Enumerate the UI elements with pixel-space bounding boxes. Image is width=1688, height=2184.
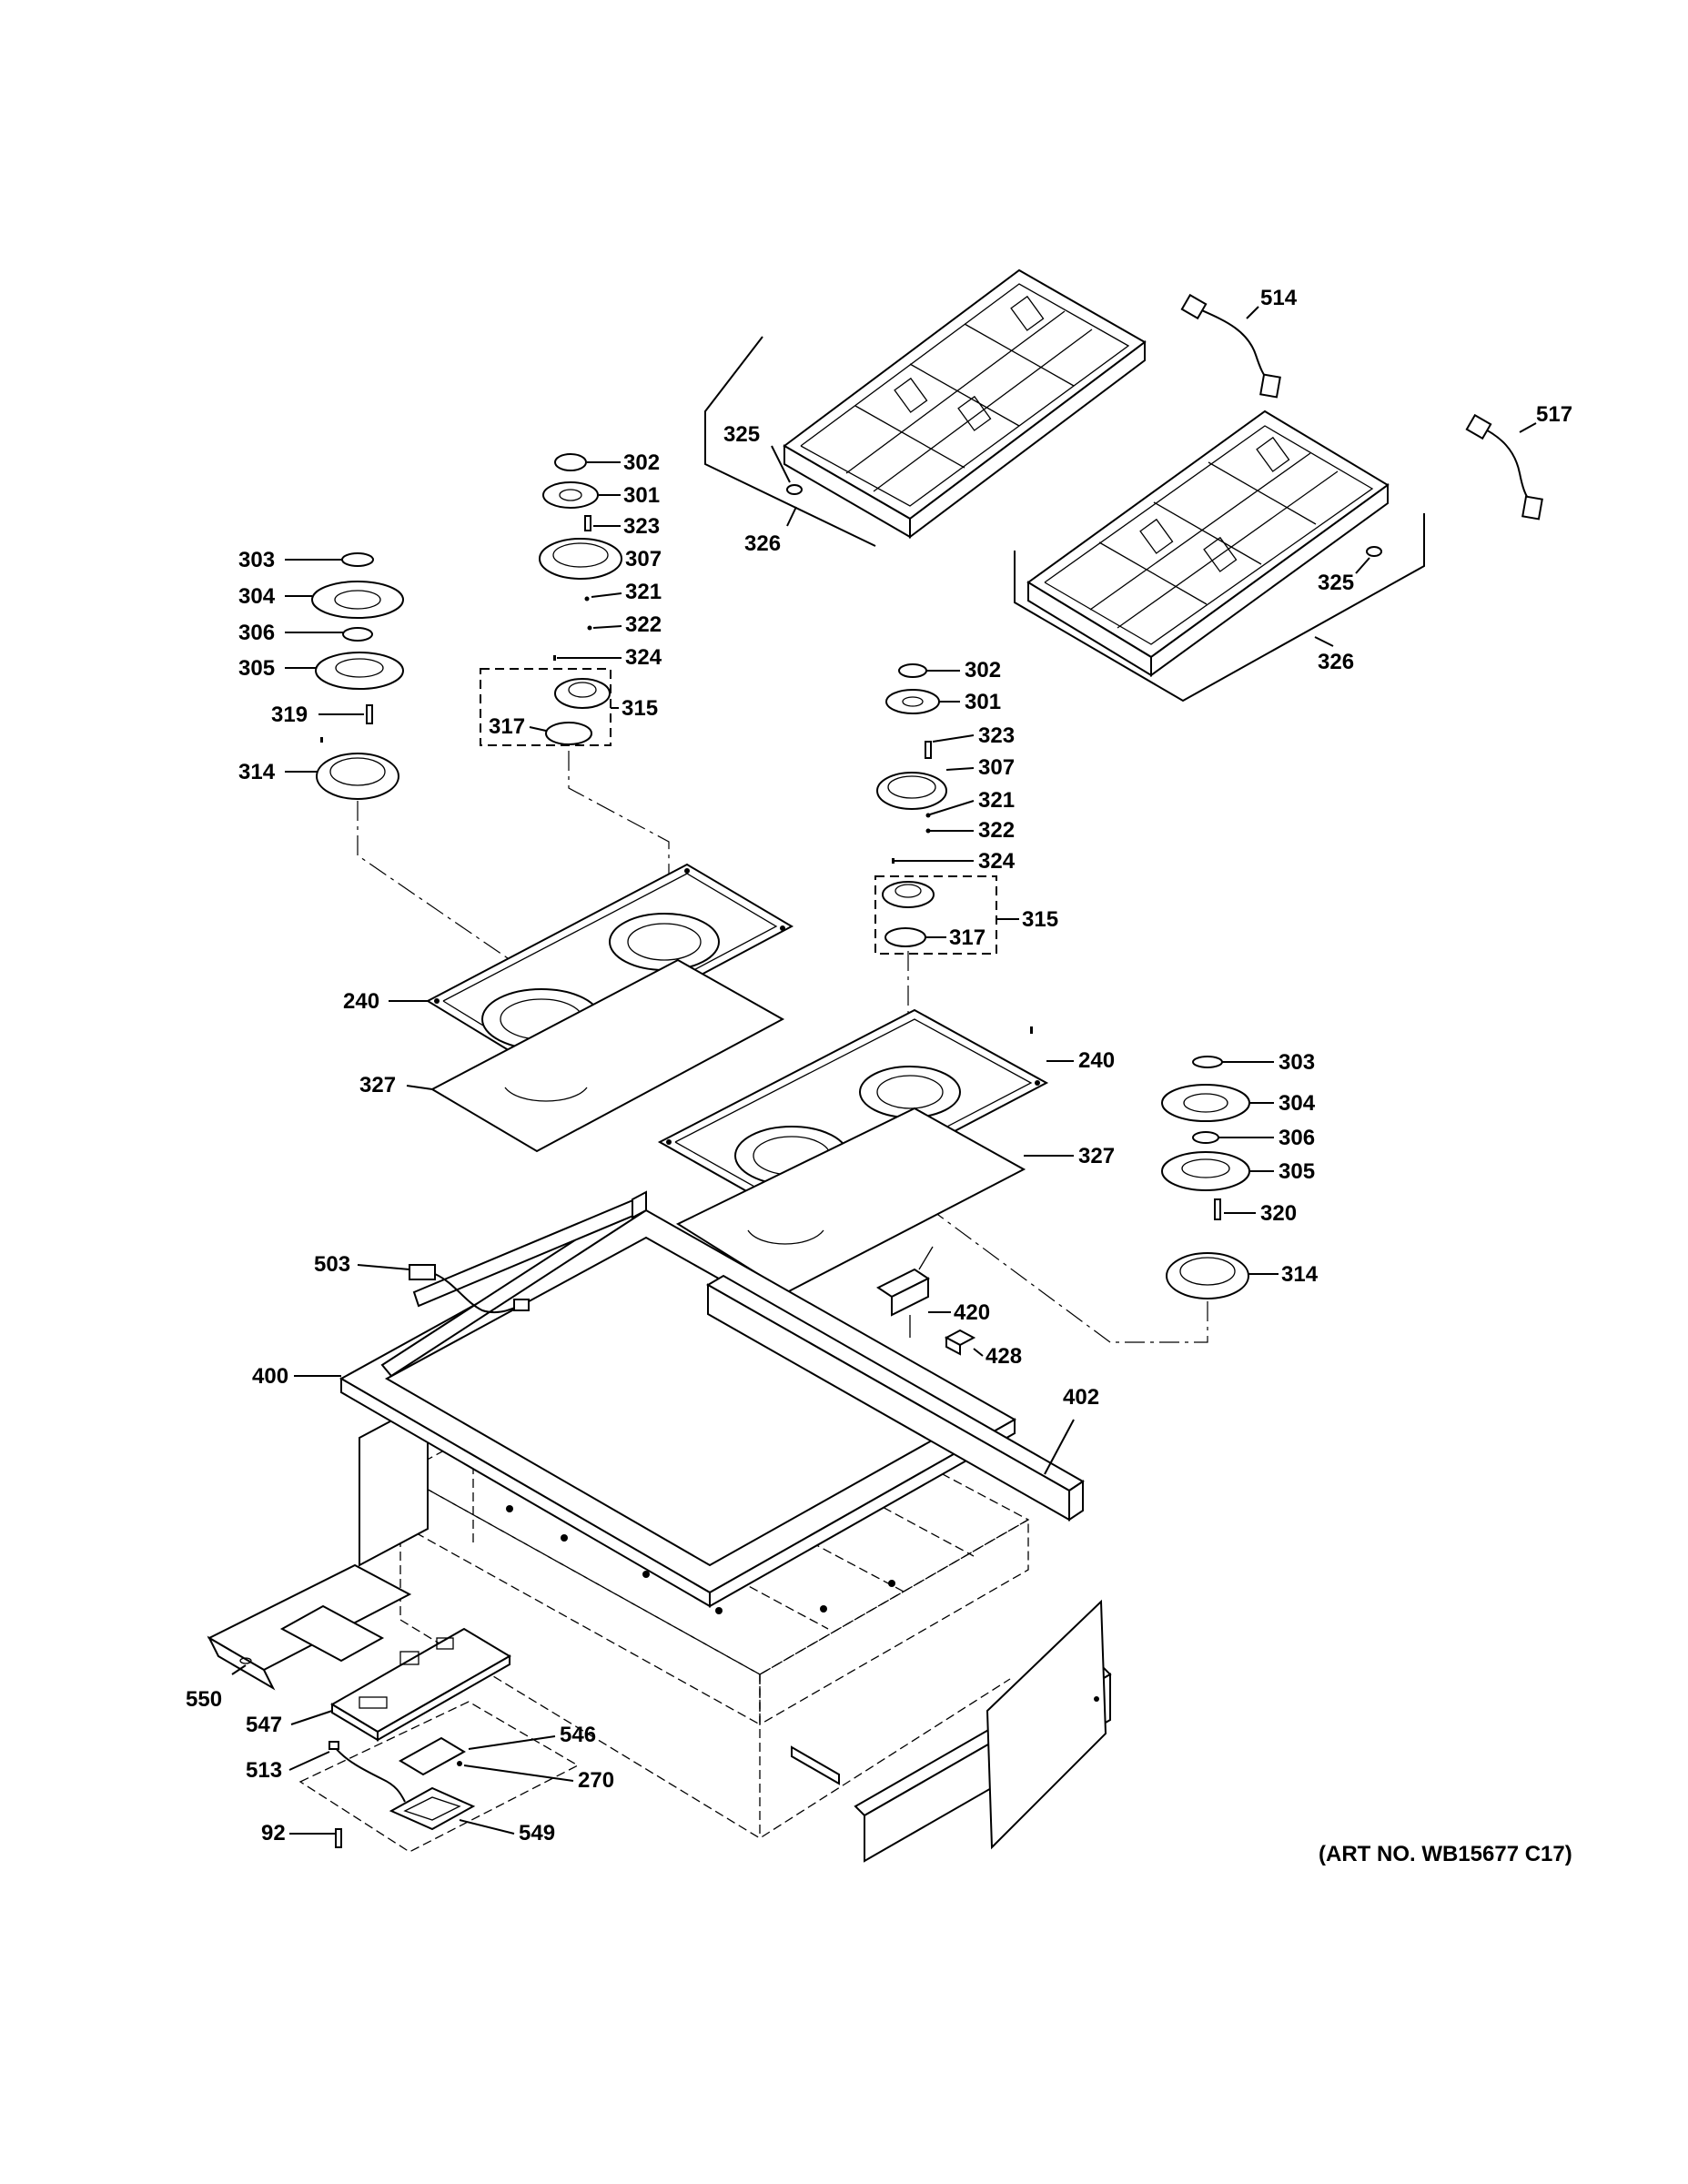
callout-322-upper: 322 <box>625 612 662 637</box>
callout-546: 546 <box>560 1723 596 1747</box>
callout-240-right: 240 <box>1078 1048 1115 1073</box>
callout-301-center: 301 <box>965 690 1001 714</box>
callout-327-left: 327 <box>359 1073 396 1097</box>
callout-240-left: 240 <box>343 989 379 1014</box>
harness-503 <box>409 1264 530 1314</box>
frame-400 <box>339 1199 1017 1608</box>
callout-517: 517 <box>1536 402 1572 427</box>
component-428 <box>944 1329 976 1356</box>
callout-92: 92 <box>261 1821 286 1845</box>
rail-left-end <box>632 1190 647 1219</box>
burner-stack-right <box>1161 1056 1250 1299</box>
callout-270: 270 <box>578 1768 614 1793</box>
bracket-402 <box>706 1274 1085 1522</box>
burner-stack-left <box>311 552 404 800</box>
burner-pan-left <box>425 863 794 1067</box>
alignment-line-right <box>864 1159 1208 1343</box>
callout-326-right: 326 <box>1318 650 1354 674</box>
callout-400: 400 <box>252 1364 288 1389</box>
callout-302-upper: 302 <box>623 450 660 475</box>
callout-317-center: 317 <box>949 925 986 950</box>
hose-517 <box>1465 413 1543 521</box>
callout-322-center: 322 <box>978 818 1015 843</box>
wire-513 <box>329 1741 406 1803</box>
callout-327-right: 327 <box>1078 1144 1115 1168</box>
callout-513: 513 <box>246 1758 282 1783</box>
grate-right <box>1026 410 1390 677</box>
callout-402: 402 <box>1063 1385 1099 1410</box>
callout-325-left: 325 <box>723 422 760 447</box>
callout-320: 320 <box>1260 1201 1297 1226</box>
cover-550 <box>207 1563 412 1691</box>
screw-92 <box>335 1828 342 1848</box>
callout-315-center: 315 <box>1022 907 1058 932</box>
grate-left <box>783 268 1147 540</box>
callout-323-center: 323 <box>978 723 1015 748</box>
mount-plate-outline <box>298 1701 580 1853</box>
callout-550: 550 <box>186 1687 222 1712</box>
burner-stack-upper-center <box>480 453 622 746</box>
callout-420: 420 <box>954 1300 990 1325</box>
lower-strip <box>791 1745 840 1785</box>
callout-315-upper: 315 <box>622 696 658 721</box>
callout-301-upper: 301 <box>623 483 660 508</box>
grate-bracket-right <box>1014 513 1425 703</box>
hose-514 <box>1180 293 1281 399</box>
grate-foot-left <box>786 484 803 495</box>
callout-305-right: 305 <box>1279 1159 1315 1184</box>
component-420 <box>876 1246 934 1338</box>
bracket-549 <box>389 1786 476 1831</box>
callout-314-left: 314 <box>238 760 276 784</box>
callout-307-upper: 307 <box>625 547 662 571</box>
callout-314-right: 314 <box>1281 1262 1319 1287</box>
callout-547: 547 <box>246 1713 282 1737</box>
callout-303-left: 303 <box>238 548 275 572</box>
callout-325-right: 325 <box>1318 571 1354 595</box>
art-number: (ART NO. WB15677 C17) <box>1319 1842 1572 1866</box>
callout-549: 549 <box>519 1821 555 1845</box>
callout-323-upper: 323 <box>623 514 660 539</box>
callout-503: 503 <box>314 1252 350 1277</box>
callout-317-upper: 317 <box>489 714 525 739</box>
insulation-left <box>430 958 785 1153</box>
alignment-line-left <box>357 801 538 979</box>
board-547 <box>330 1627 511 1742</box>
alignment-line-upper-center <box>568 751 670 901</box>
grate-foot-right <box>1366 546 1382 557</box>
callout-326-left: 326 <box>744 531 781 556</box>
callout-305-left: 305 <box>238 656 275 681</box>
callout-306-right: 306 <box>1279 1126 1315 1150</box>
callout-321-upper: 321 <box>625 580 662 604</box>
board-546 <box>399 1736 466 1776</box>
callout-428: 428 <box>986 1344 1022 1369</box>
callout-304-right: 304 <box>1279 1091 1316 1116</box>
burner-stack-center-right <box>874 663 997 955</box>
callout-302-center: 302 <box>965 658 1001 682</box>
grate-bracket-left <box>704 336 876 547</box>
callout-303-right: 303 <box>1279 1050 1315 1075</box>
callout-304-left: 304 <box>238 584 276 609</box>
callout-514: 514 <box>1260 286 1298 310</box>
callout-324-upper: 324 <box>625 645 662 670</box>
callout-307-center: 307 <box>978 755 1015 780</box>
callout-321-center: 321 <box>978 788 1015 813</box>
front-panel <box>854 1599 1112 1863</box>
callout-324-center: 324 <box>978 849 1016 874</box>
callout-319: 319 <box>271 703 308 727</box>
callout-306-left: 306 <box>238 621 275 645</box>
